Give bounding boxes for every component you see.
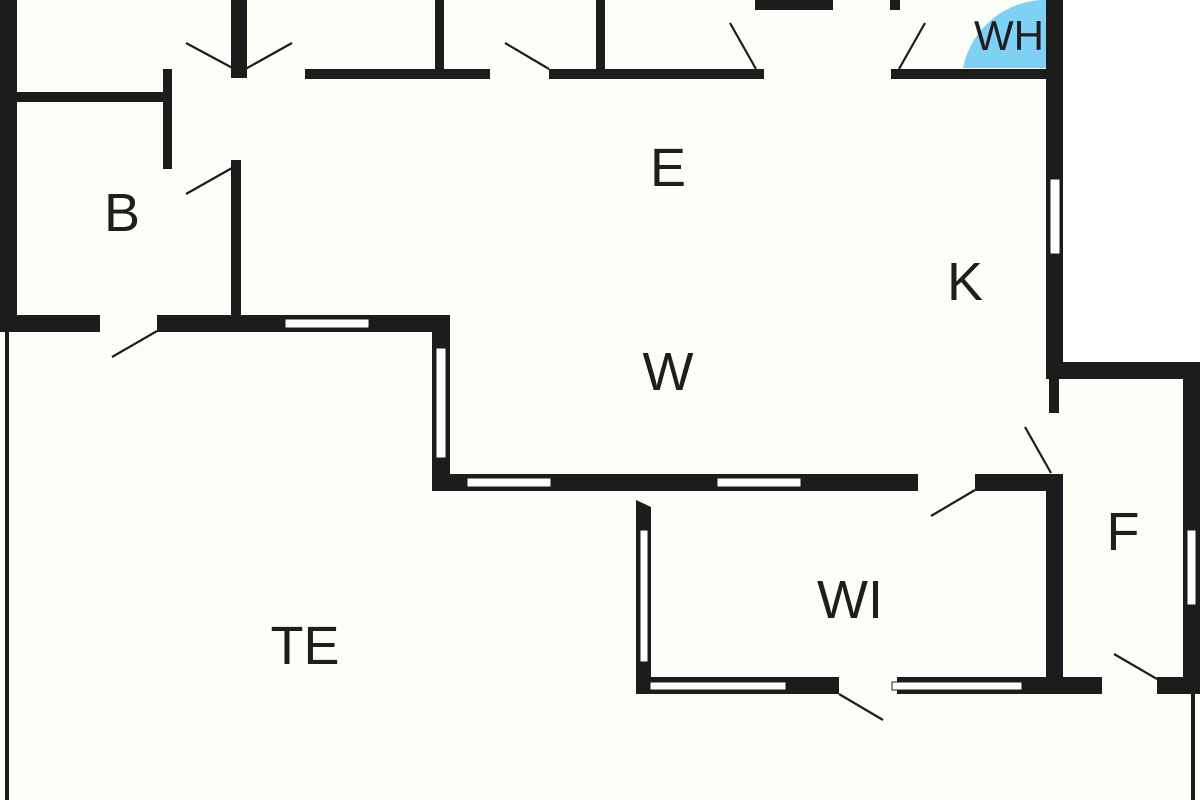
door-swing [111, 330, 158, 358]
wall [231, 160, 241, 330]
window [284, 318, 370, 329]
wall [163, 69, 172, 169]
wall [231, 0, 247, 78]
window [891, 681, 1023, 691]
room-label-K: K [947, 252, 983, 312]
door-swing [898, 22, 926, 70]
wall [975, 474, 1063, 491]
water-heater-symbol [963, 0, 1047, 68]
windows [284, 178, 1197, 691]
room-label-E: E [650, 138, 686, 198]
room-label-TE: TE [270, 616, 339, 676]
wall [1046, 474, 1063, 694]
door-swing [1024, 426, 1052, 474]
wall [1046, 362, 1200, 379]
door-swing [504, 42, 550, 70]
doors [111, 22, 1158, 721]
room-label-WH: WH [974, 12, 1044, 59]
wall [1046, 677, 1102, 694]
wall [5, 332, 9, 800]
door-swing [838, 693, 884, 721]
window [649, 681, 787, 691]
door-swing [239, 42, 293, 73]
wall [755, 0, 833, 10]
wall [891, 69, 1049, 79]
window [435, 347, 447, 459]
door-swing [729, 22, 757, 70]
wall [549, 69, 764, 79]
door-swing [930, 489, 976, 517]
wall [435, 0, 444, 78]
room-label-B: B [104, 183, 140, 243]
window [639, 529, 649, 663]
window [466, 477, 552, 488]
room-label-F: F [1107, 502, 1140, 562]
door-swing [185, 42, 241, 73]
window [716, 477, 802, 488]
wall [1157, 677, 1200, 694]
room-label-W: W [643, 342, 694, 402]
door-swing [185, 167, 233, 195]
wall [596, 0, 605, 78]
wall [1191, 694, 1195, 800]
window [1049, 178, 1061, 255]
wall [1049, 379, 1059, 413]
wall [0, 0, 17, 332]
wall [890, 0, 900, 10]
room-label-WI: WI [817, 570, 883, 630]
wall [305, 69, 490, 79]
exterior-area [1062, 0, 1200, 362]
wall [1183, 362, 1200, 694]
window [1186, 529, 1197, 606]
wall [17, 92, 165, 102]
door-swing [1113, 653, 1158, 680]
wall [0, 315, 100, 332]
